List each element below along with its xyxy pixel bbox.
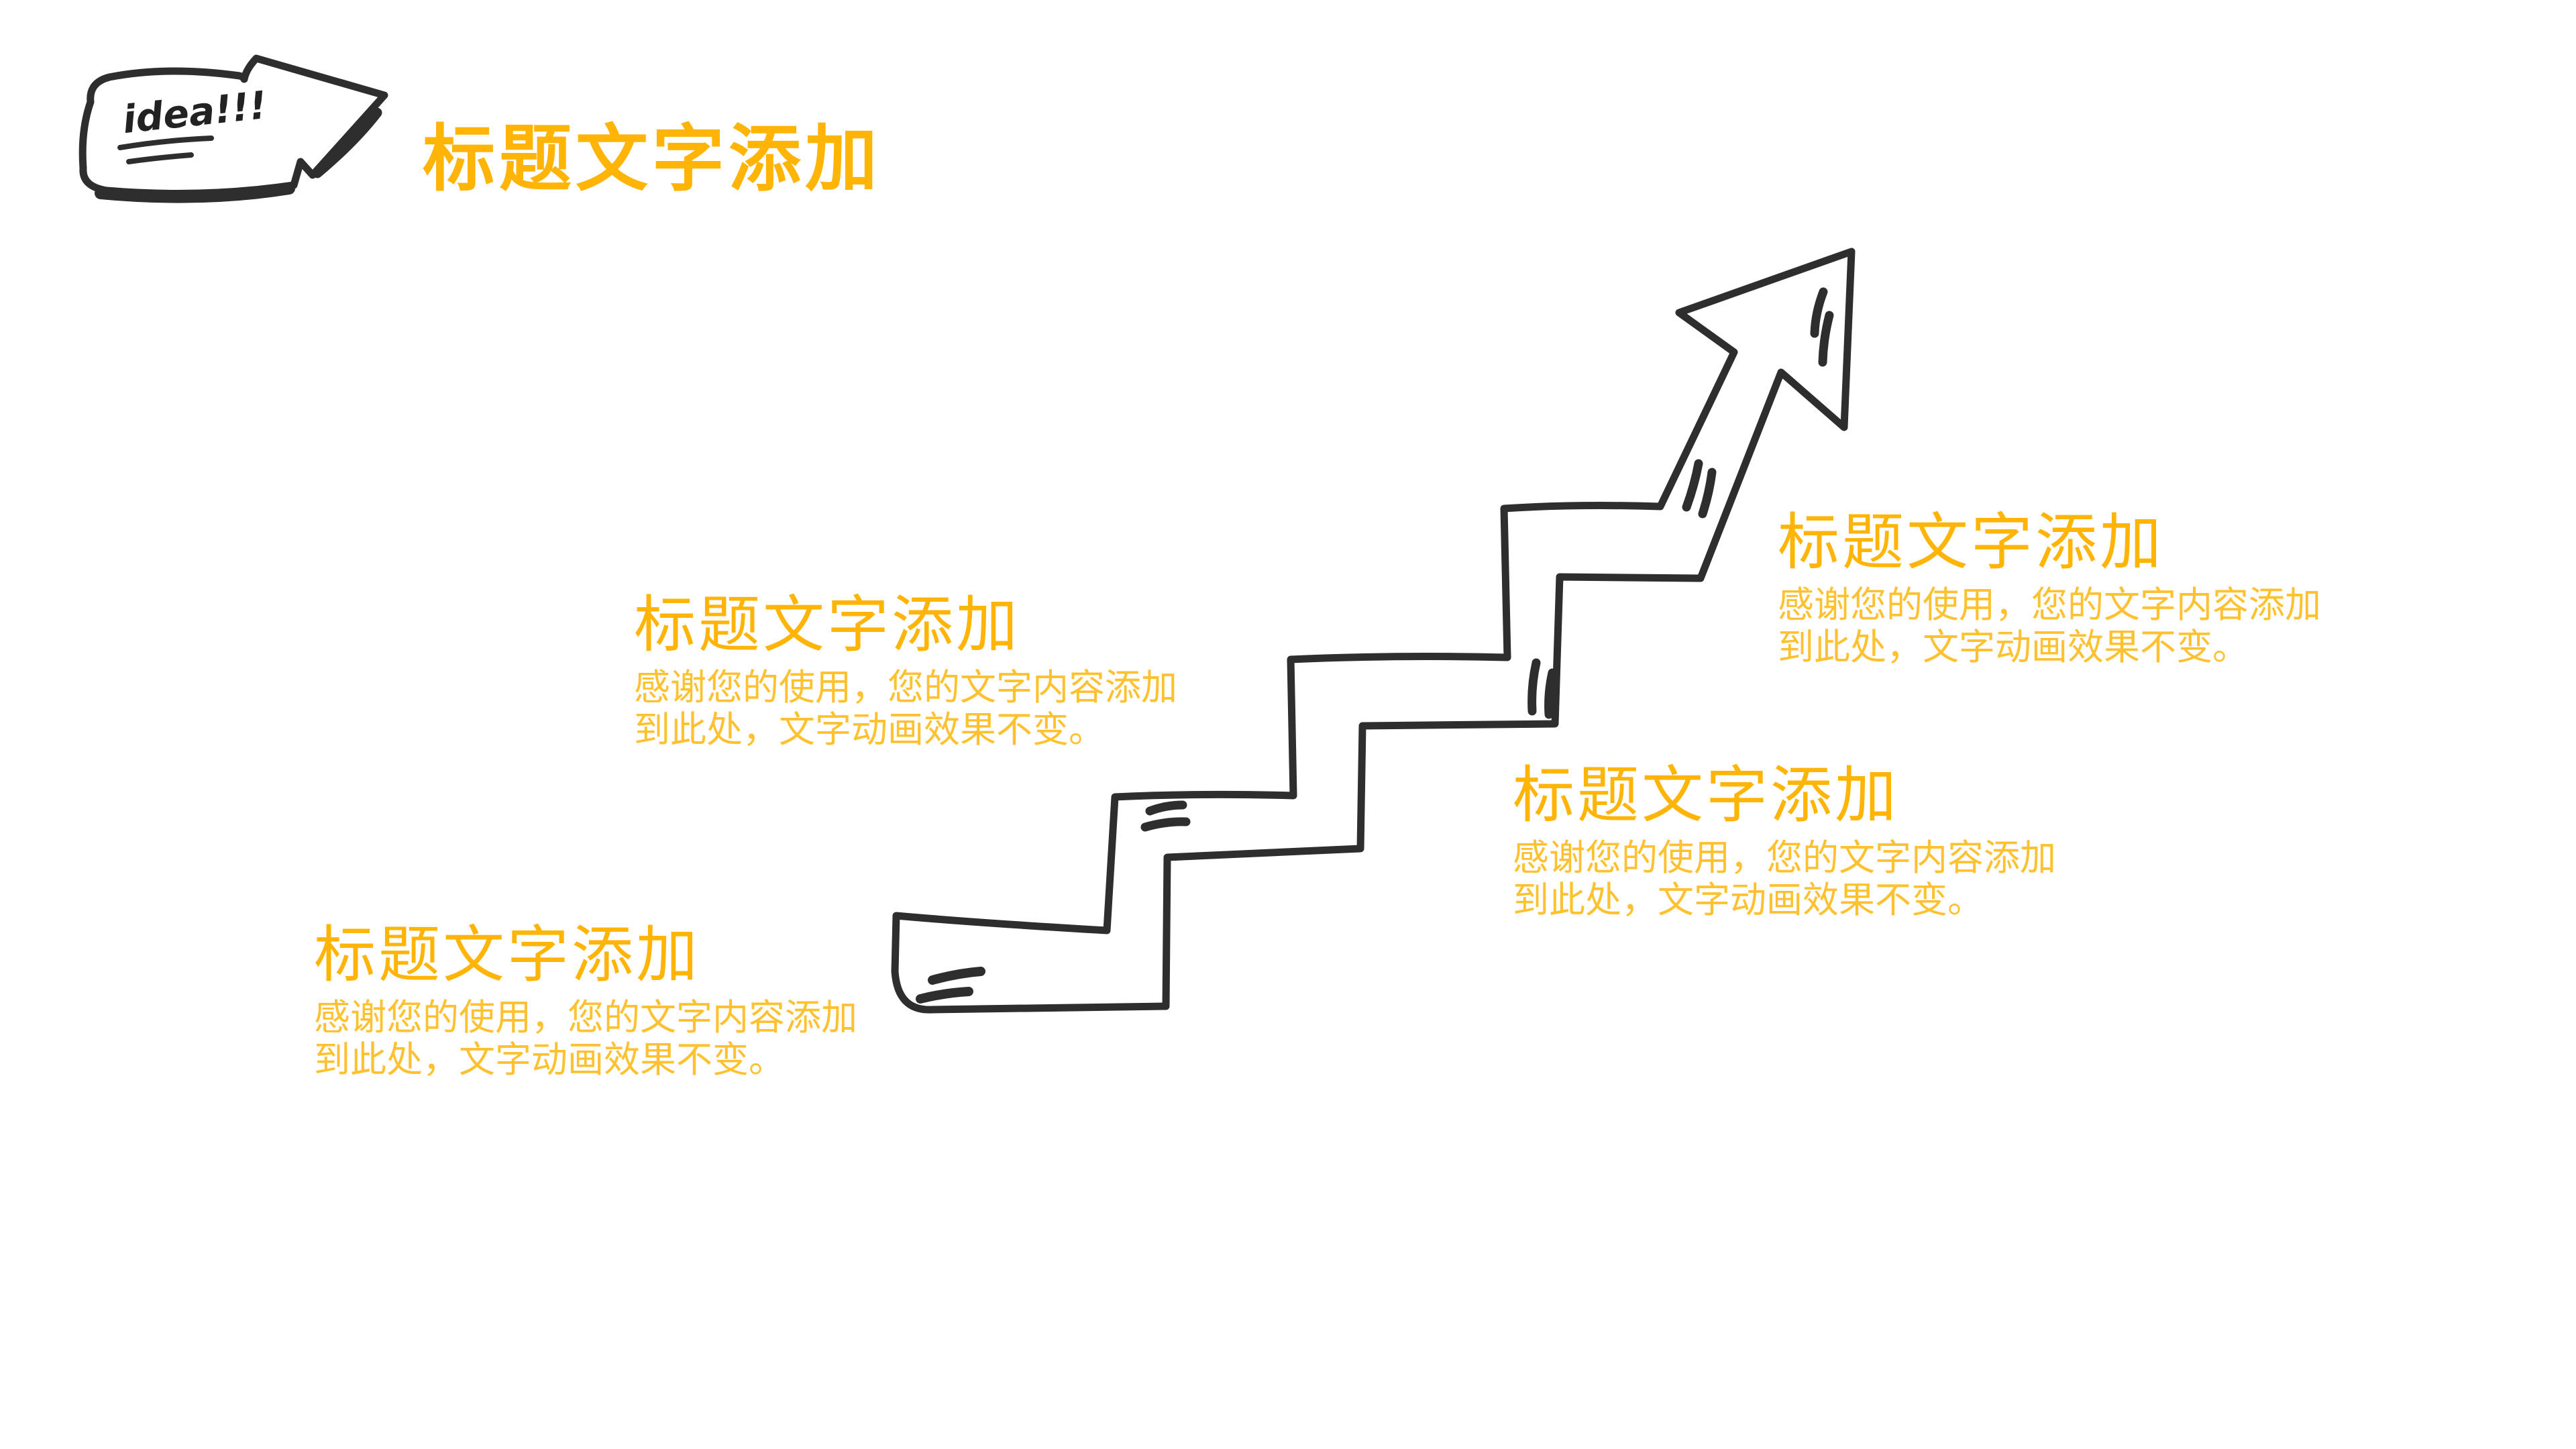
page-title: 标题文字添加 (423, 120, 882, 201)
idea-badge-label: idea!!! (121, 83, 269, 142)
step-body-line: 感谢您的使用，您的文字内容添加 (314, 998, 857, 1038)
step-body-line: 到此处，文字动画效果不变。 (1778, 627, 2249, 667)
step-body: 感谢您的使用，您的文字内容添加 到此处，文字动画效果不变。 (634, 667, 1177, 751)
step-text-block-4: 标题文字添加 感谢您的使用，您的文字内容添加 到此处，文字动画效果不变。 (1778, 512, 2321, 669)
step-body-line: 到此处，文字动画效果不变。 (1513, 880, 1984, 920)
step-title: 标题文字添加 (1513, 761, 1900, 830)
step-title: 标题文字添加 (1778, 508, 2165, 577)
step-body-line: 感谢您的使用，您的文字内容添加 (1513, 838, 2056, 878)
step-text-block-3: 标题文字添加 感谢您的使用，您的文字内容添加 到此处，文字动画效果不变。 (1513, 765, 2056, 922)
step-body: 感谢您的使用，您的文字内容添加 到此处，文字动画效果不变。 (1778, 584, 2321, 669)
step-body-line: 到此处，文字动画效果不变。 (314, 1040, 785, 1080)
step-title: 标题文字添加 (634, 591, 1021, 659)
step-body-line: 到此处，文字动画效果不变。 (634, 710, 1105, 750)
step-body: 感谢您的使用，您的文字内容添加 到此处，文字动画效果不变。 (1513, 837, 2056, 922)
step-text-block-1: 标题文字添加 感谢您的使用，您的文字内容添加 到此处，文字动画效果不变。 (314, 924, 857, 1081)
step-text-block-2: 标题文字添加 感谢您的使用，您的文字内容添加 到此处，文字动画效果不变。 (634, 594, 1177, 751)
idea-arrow-icon: idea!!! (78, 54, 388, 203)
step-body-line: 感谢您的使用，您的文字内容添加 (1778, 585, 2321, 625)
step-title: 标题文字添加 (314, 921, 701, 989)
staircase-arrow-graphic (891, 248, 1856, 1014)
step-body: 感谢您的使用，您的文字内容添加 到此处，文字动画效果不变。 (314, 997, 857, 1081)
step-body-line: 感谢您的使用，您的文字内容添加 (634, 667, 1177, 708)
